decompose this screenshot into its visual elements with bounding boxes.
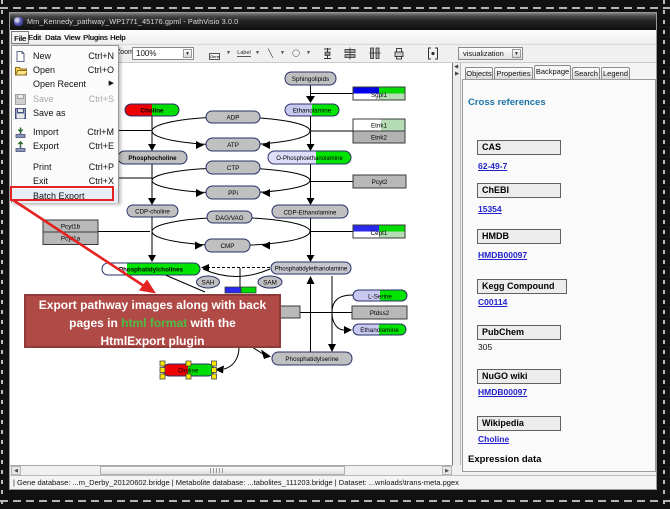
svg-text:Choline: Choline: [178, 369, 199, 375]
svg-text:Etnk1: Etnk1: [371, 123, 388, 130]
svg-text:CDP-Ethanolamine: CDP-Ethanolamine: [284, 210, 338, 217]
svg-text:Pcyt1b: Pcyt1b: [61, 224, 81, 231]
svg-text:SAH: SAH: [202, 280, 215, 287]
svg-text:Phosphatidylcholines: Phosphatidylcholines: [119, 267, 184, 274]
svg-text:O-Phosphoethanolamine: O-Phosphoethanolamine: [276, 156, 343, 162]
svg-text:CMP: CMP: [221, 243, 235, 250]
svg-text:Choline: Choline: [140, 108, 164, 115]
svg-text:SAM: SAM: [263, 280, 277, 287]
svg-text:CDP-choline: CDP-choline: [135, 209, 170, 216]
svg-text:ATP: ATP: [227, 142, 239, 149]
svg-text:Pcyt1a: Pcyt1a: [61, 236, 81, 243]
svg-text:Pcyt2: Pcyt2: [372, 179, 388, 186]
svg-text:Sphingolipids: Sphingolipids: [292, 76, 329, 83]
svg-text:Etnk2: Etnk2: [371, 135, 388, 142]
svg-text:Phosphocholine: Phosphocholine: [128, 155, 177, 162]
svg-text:Ptdss2: Ptdss2: [370, 310, 390, 317]
svg-text:PPi: PPi: [228, 190, 238, 197]
svg-text:Phosphatidylethanolamine: Phosphatidylethanolamine: [275, 266, 348, 273]
svg-text:Sgpl1: Sgpl1: [371, 92, 388, 99]
svg-text:L-Serine: L-Serine: [368, 294, 392, 301]
svg-text:Ethanolamine: Ethanolamine: [293, 108, 332, 115]
svg-text:ADP: ADP: [227, 115, 240, 122]
svg-text:Ethanolamine: Ethanolamine: [360, 327, 399, 334]
svg-text:DAG/VAG: DAG/VAG: [215, 215, 243, 222]
svg-text:CTP: CTP: [227, 165, 240, 172]
svg-text:Phosphatidylserine: Phosphatidylserine: [285, 356, 339, 363]
svg-text:Cept1: Cept1: [371, 230, 388, 237]
